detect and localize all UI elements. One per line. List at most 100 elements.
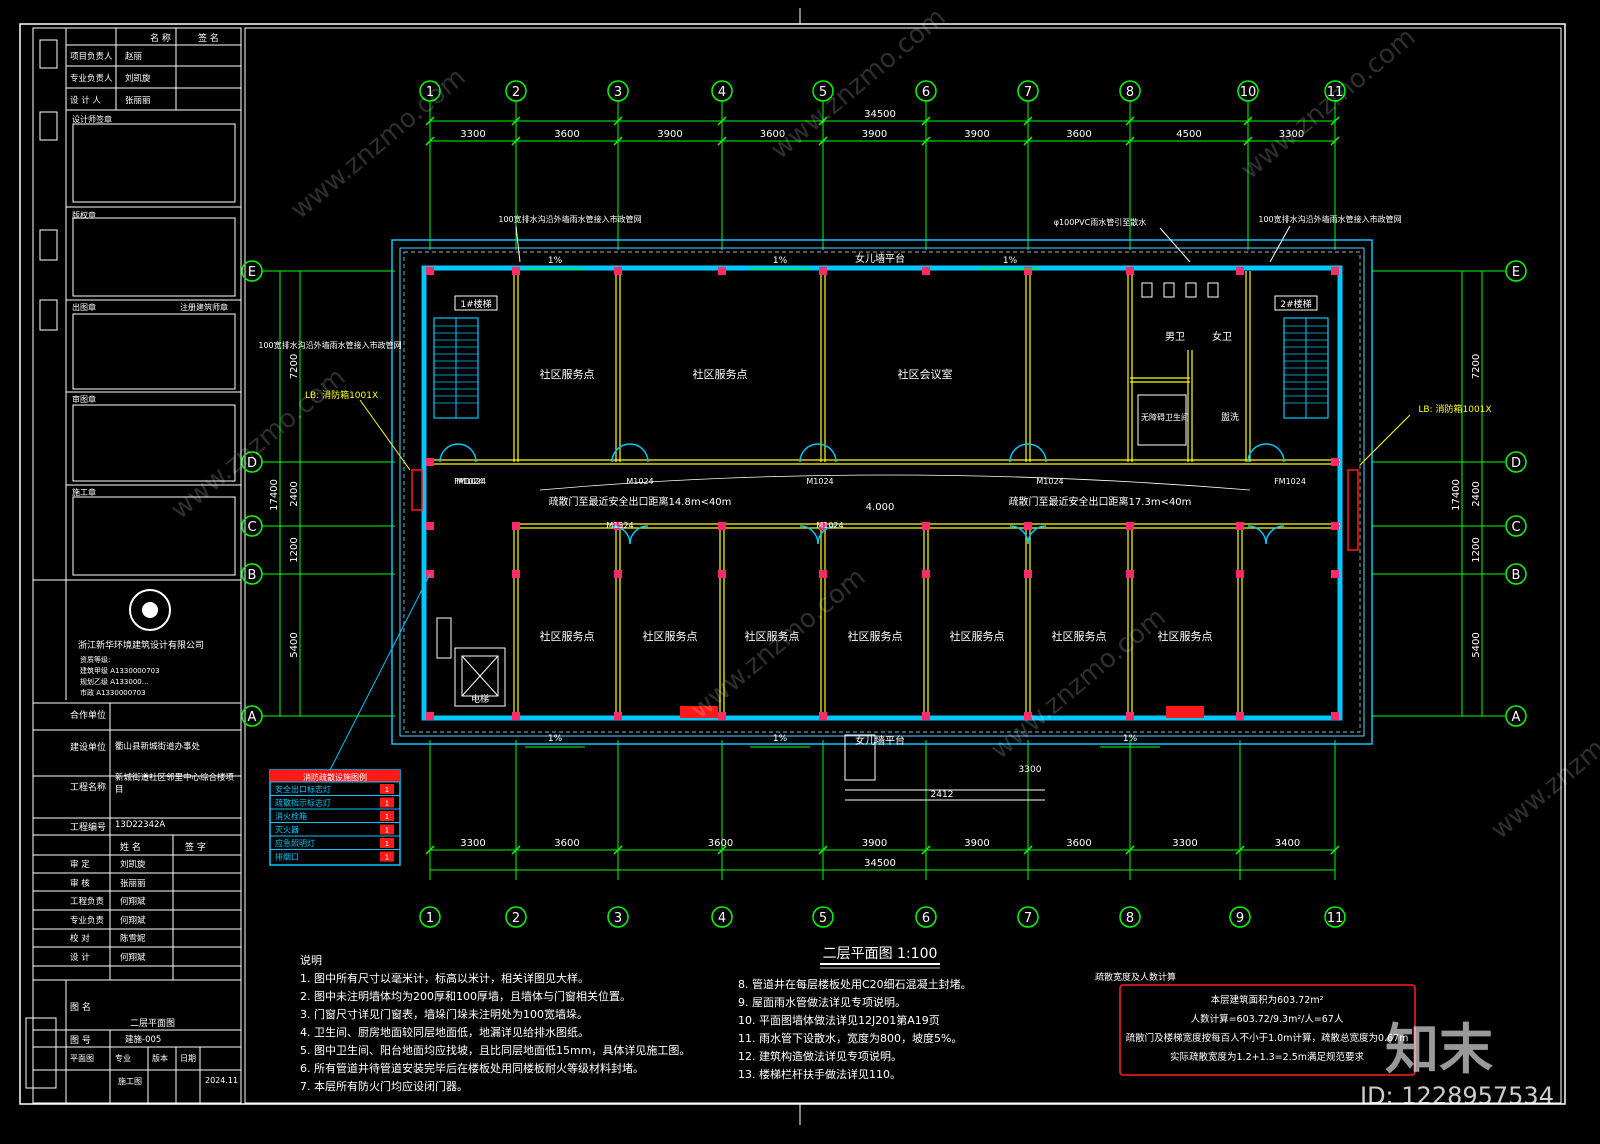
dim-tick xyxy=(818,136,828,146)
elevator-x xyxy=(461,655,499,697)
column xyxy=(614,712,622,720)
door-swing xyxy=(1009,443,1029,463)
legend-mark-text: 1 xyxy=(385,786,389,794)
room-label: 社区服务点 xyxy=(643,629,698,643)
axis-bubble xyxy=(812,80,834,102)
tb-stamp-label: 设计师签章 xyxy=(72,115,112,124)
column xyxy=(1331,458,1339,466)
tb-row-name: 刘凯旋 xyxy=(125,74,151,84)
toilet-label: 盥洗 xyxy=(1221,411,1239,423)
column xyxy=(512,267,520,275)
calc-title: 疏散宽度及人数计算 xyxy=(1095,971,1176,983)
legend-mark xyxy=(380,797,394,808)
door-label: FM1024 xyxy=(454,477,486,486)
dim-tick xyxy=(1023,845,1033,855)
room-label: 社区服务点 xyxy=(745,629,800,643)
total-dim-bottom: 34500 xyxy=(864,858,896,869)
column xyxy=(819,570,827,578)
axis-letter: C xyxy=(1511,520,1520,535)
room-label: 社区会议室 xyxy=(898,367,953,381)
room-label: 社区服务点 xyxy=(540,367,595,381)
dim-text: 3600 xyxy=(1066,129,1091,140)
side-total: 17400 xyxy=(269,479,280,511)
tb-bottom-cell: 版本 xyxy=(152,1054,168,1063)
axis-number: 11 xyxy=(1327,911,1344,926)
dim-tick xyxy=(1023,136,1033,146)
axis-bubble xyxy=(505,906,527,928)
tb-stamp-label: 版权章 xyxy=(72,211,96,220)
dim-tick xyxy=(511,136,521,146)
dim-tick xyxy=(717,116,727,126)
axis-bubble xyxy=(607,80,629,102)
slope-label: 1% xyxy=(548,734,563,744)
axis-number: 11 xyxy=(1327,85,1344,100)
dim-tick xyxy=(921,136,931,146)
room-label: 社区服务点 xyxy=(950,629,1005,643)
tb-field-label: 建设单位 xyxy=(70,743,107,753)
column xyxy=(512,712,520,720)
dim-tick xyxy=(1125,136,1135,146)
door-swing xyxy=(817,525,837,545)
axis-bubble xyxy=(915,906,937,928)
axis-letter: D xyxy=(247,456,257,471)
dim-tick xyxy=(1125,116,1135,126)
notes-heading: 说明 xyxy=(300,953,322,967)
tb-sign-name: 何翔斌 xyxy=(120,952,146,963)
tb-sign-name: 张丽丽 xyxy=(120,878,146,889)
tb-sign-role: 审 定 xyxy=(70,860,90,870)
shaft-box xyxy=(436,617,452,659)
side-dim: 7200 xyxy=(289,354,300,379)
stair-2 xyxy=(1283,317,1329,419)
axis-number: 8 xyxy=(1126,85,1134,100)
axis-letter: C xyxy=(247,520,256,535)
axis-letter: D xyxy=(1511,456,1521,471)
elevator-shaft xyxy=(454,647,506,707)
tb-sign-role: 专业负责 xyxy=(70,915,105,926)
column xyxy=(718,522,726,530)
door-label: M1524 xyxy=(606,521,633,530)
column xyxy=(512,522,520,530)
legend-title: 消防疏散设施图例 xyxy=(303,772,367,782)
tb-row-name: 张丽丽 xyxy=(125,96,151,106)
elevator-label: 电梯 xyxy=(471,693,489,705)
tb-field-label: 工程名称 xyxy=(70,783,107,793)
leader-note: 100宽排水沟沿外墙雨水管接入市政管网 xyxy=(258,340,401,350)
stair-1 xyxy=(433,317,479,419)
axis-bubble xyxy=(711,906,733,928)
toilet-label: 无障碍卫生间 xyxy=(1141,412,1189,422)
column xyxy=(426,267,434,275)
door-swing xyxy=(629,525,649,545)
legend-label: 消火栓箱 xyxy=(275,811,307,821)
axis-bubble xyxy=(1017,906,1039,928)
axis-bubble xyxy=(241,705,263,727)
dim-text: 3900 xyxy=(657,129,682,140)
dim-text: 3600 xyxy=(760,129,785,140)
dim-tick xyxy=(818,845,828,855)
axis-bubble xyxy=(1505,260,1527,282)
stair-1-label: 1#楼梯 xyxy=(460,298,491,310)
watermark-text: www.znzmo.com xyxy=(985,602,1171,765)
note-line: 12. 建筑构造做法详见专项说明。 xyxy=(738,1049,902,1063)
dim-tick xyxy=(818,116,828,126)
tb-stamp-label: 施工章 xyxy=(72,488,96,497)
dim-tick xyxy=(613,136,623,146)
dim-text: 3900 xyxy=(964,838,989,849)
side-dim: 5400 xyxy=(1471,632,1482,657)
tb-field-value: 新城街道社区邻里中心综合楼项目 xyxy=(115,773,235,795)
stair-label-box xyxy=(454,295,498,311)
column xyxy=(1236,712,1244,720)
dim-tick xyxy=(921,845,931,855)
door-swing xyxy=(817,443,837,463)
tb-company-line: 规划乙级 A133000... xyxy=(80,678,149,686)
door-label: M1024 xyxy=(806,477,833,486)
tb-row-label: 设 计 人 xyxy=(70,96,101,106)
tb-sign-name: 刘凯旋 xyxy=(120,860,146,870)
tb-company-line: 资质等级: xyxy=(80,656,111,664)
tb-field-label: 工程编号 xyxy=(70,823,107,833)
legend-label: 灭火器 xyxy=(275,826,299,835)
axis-letter: B xyxy=(248,568,257,583)
dim-tick xyxy=(613,845,623,855)
tb-drawing-no-label: 图 号 xyxy=(70,1036,91,1046)
column xyxy=(922,267,930,275)
